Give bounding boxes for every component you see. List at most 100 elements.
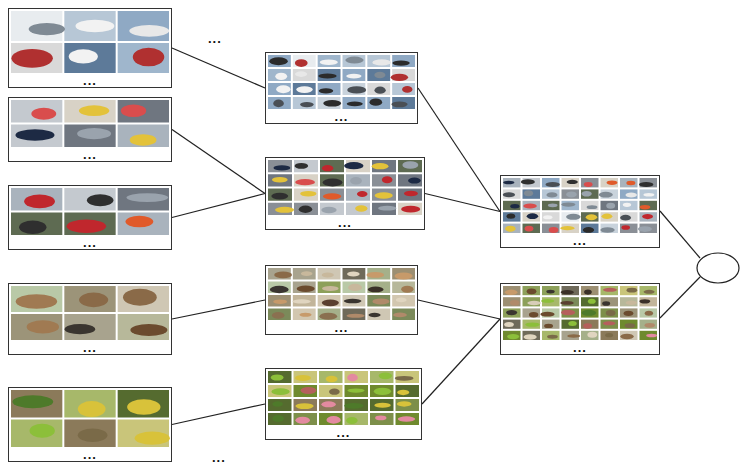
image-group-box: ...	[8, 8, 172, 88]
thumbnail	[601, 286, 619, 295]
thumbnail-object	[127, 399, 160, 415]
thumbnail-object	[295, 71, 307, 77]
thumbnail-object	[319, 88, 334, 93]
thumbnail-object	[602, 301, 610, 306]
tree-connector	[422, 319, 500, 404]
thumbnail-object	[355, 205, 367, 211]
thumbnail	[620, 189, 638, 198]
thumbnail-object	[584, 182, 593, 187]
thumbnail-object	[129, 25, 169, 37]
thumbnail	[396, 371, 420, 383]
thumbnail-object	[301, 387, 317, 394]
thumbnail	[581, 224, 599, 233]
thumbnail	[523, 201, 541, 210]
tree-connector	[418, 300, 500, 319]
thumbnail-object	[627, 288, 638, 293]
thumbnail	[345, 399, 369, 411]
thumbnail	[503, 320, 521, 329]
thumbnail	[293, 69, 316, 81]
image-group-box: ...	[8, 97, 172, 162]
ellipsis-text: ...	[81, 449, 99, 461]
thumbnail-object	[626, 181, 635, 185]
thumbnail	[319, 371, 343, 383]
thumbnail-object	[121, 104, 146, 117]
thumbnail-object	[401, 286, 413, 293]
thumbnail-object	[529, 312, 538, 318]
thumbnail-grid	[268, 268, 415, 320]
tree-connector	[172, 300, 265, 319]
thumbnail	[542, 212, 560, 221]
thumbnail-object	[402, 161, 418, 169]
thumbnail	[523, 331, 541, 340]
thumbnail-object	[374, 403, 390, 408]
thumbnail-object	[505, 226, 515, 232]
thumbnail	[367, 97, 390, 109]
thumbnail	[318, 282, 341, 294]
thumbnail	[11, 100, 62, 123]
thumbnail	[294, 160, 318, 172]
thumbnail	[542, 331, 560, 340]
thumbnail	[268, 413, 292, 425]
thumbnail-object	[402, 86, 412, 93]
image-group-box: ...	[500, 283, 660, 355]
thumbnail-object	[344, 403, 364, 409]
thumbnail	[581, 189, 599, 198]
thumbnail	[64, 314, 115, 340]
thumbnail-object	[640, 205, 651, 210]
thumbnail	[562, 308, 580, 317]
image-group-box: ...	[265, 368, 422, 440]
thumbnail-object	[297, 286, 315, 292]
thumbnail-object	[276, 85, 290, 93]
thumbnail-object	[541, 299, 554, 303]
thumbnail	[370, 371, 394, 383]
thumbnail-object	[374, 388, 391, 395]
thumbnail	[562, 286, 580, 295]
thumbnail	[372, 160, 396, 172]
thumbnail-object	[357, 191, 368, 197]
thumbnail-object	[322, 165, 333, 171]
thumbnail	[343, 309, 366, 321]
thumbnail	[620, 178, 638, 187]
thumbnail-object	[133, 48, 165, 67]
thumbnail	[319, 385, 343, 397]
thumbnail	[343, 97, 366, 109]
thumbnail	[370, 385, 394, 397]
thumbnail-object	[394, 273, 412, 280]
thumbnail-object	[607, 180, 618, 184]
thumbnail	[398, 203, 422, 215]
thumbnail	[343, 83, 366, 95]
thumbnail	[318, 83, 341, 95]
thumbnail	[318, 55, 341, 67]
thumbnail-object	[271, 374, 284, 380]
thumbnail-object	[527, 213, 539, 219]
thumbnail-object	[506, 310, 517, 315]
thumbnail-object	[543, 215, 552, 219]
thumbnail	[64, 420, 115, 448]
thumbnail-object	[272, 415, 284, 422]
thumbnail	[343, 55, 366, 67]
thumbnail	[601, 297, 619, 306]
thumbnail	[293, 55, 316, 67]
thumbnail-object	[295, 375, 311, 381]
thumbnail-object	[393, 313, 407, 318]
thumbnail	[640, 308, 658, 317]
thumbnail-object	[272, 401, 283, 406]
thumbnail-object	[65, 324, 96, 334]
thumbnail-object	[329, 389, 340, 395]
thumbnail-object	[391, 101, 407, 107]
thumbnail	[318, 69, 341, 81]
thumbnail	[11, 213, 62, 236]
thumbnail-object	[525, 322, 540, 326]
thumbnail-object	[67, 220, 107, 233]
image-group-box: ...	[8, 387, 172, 462]
thumbnail-object	[295, 403, 313, 409]
thumbnail	[11, 188, 62, 211]
thumbnail-object	[275, 73, 287, 80]
thumbnail-object	[300, 191, 316, 196]
thumbnail-grid	[11, 100, 169, 147]
ellipsis-text: ...	[335, 427, 353, 439]
thumbnail-object	[581, 191, 591, 197]
thumbnail-object	[272, 177, 288, 183]
thumbnail	[293, 295, 316, 307]
thumbnail-object	[567, 180, 578, 184]
